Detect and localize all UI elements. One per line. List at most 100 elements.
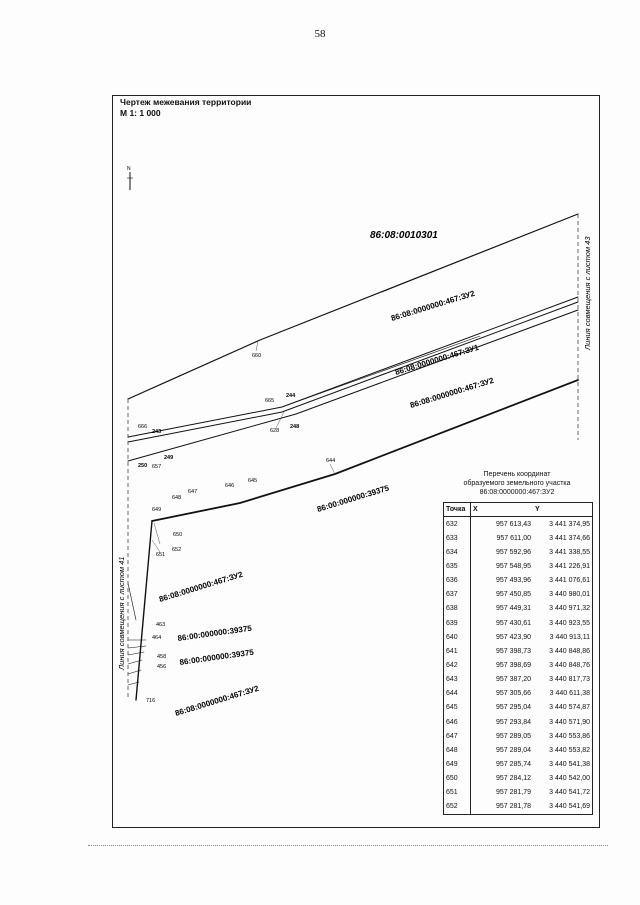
cell-x: 957 493,96 [495,577,531,585]
cell-point: 652 [443,799,471,815]
cell-x: 957 289,04 [495,746,531,754]
boundary-vertical [135,520,153,701]
column-header-point: Точка [443,502,471,517]
cell-y: 3 440 611,38 [549,690,590,698]
cell-y: 3 440 923,55 [549,619,590,627]
column-header-x: X [470,502,533,517]
column-header-y: Y [533,502,593,517]
point-label: 463 [156,622,165,628]
cell-y: 3 440 848,76 [549,661,590,669]
point-label: 243 [152,429,161,435]
point-label: 244 [286,393,296,399]
cell-point: 640 [443,630,471,645]
point-label: 464 [152,635,161,641]
point-label: 250 [138,463,147,469]
cell-y: 3 440 571,90 [549,718,590,726]
cell-y: 3 441 374,95 [549,520,590,528]
cell-y: 3 441 338,55 [549,548,590,556]
cell-point: 644 [443,686,471,701]
cell-y: 3 440 913,11 [549,633,590,641]
point-label: 650 [173,532,182,538]
cell-point: 645 [443,700,471,715]
point-label: 651 [156,552,165,558]
cell-y: 3 441 374,66 [549,534,590,542]
cell-y: 3 440 553,86 [549,732,590,740]
cell-x: 957 613,43 [495,520,531,528]
cell-point: 633 [443,531,471,546]
cell-x: 957 430,61 [495,619,531,627]
point-label: 645 [248,478,257,484]
table-row: 633 957 611,00 3 441 374,66 [443,531,593,546]
drawing-title-text: Чертеж межевания территории [120,97,252,107]
plot-label-zu2-mid: 86:08:0000000:467:ЗУ2 [409,376,495,410]
cell-x: 957 398,73 [495,647,531,655]
cell-x: 957 592,96 [495,548,531,556]
point-label: 249 [164,455,173,461]
cell-y: 3 440 574,87 [549,704,590,712]
boundary-road [151,379,579,522]
cell-x: 957 450,85 [495,591,531,599]
drawing-title: Чертеж межевания территории М 1: 1 000 [120,97,251,119]
point-label: 649 [152,507,161,513]
table-row: 648 957 289,04 3 440 553,82 [443,743,593,758]
boundary-a [127,296,579,438]
point-label: 666 [138,424,147,430]
cell-point: 634 [443,545,471,560]
plot-label-zu2-left: 86:08:0000000:467:ЗУ2 [158,570,244,604]
table-row: 641 957 398,73 3 440 848,86 [443,644,593,659]
cell-point: 637 [443,587,471,602]
point-label: 456 [157,664,166,670]
cell-point: 635 [443,559,471,574]
cadastral-block-label: 86:08:0010301 [370,230,438,241]
point-label: 660 [252,353,261,359]
cell-point: 649 [443,757,471,772]
cell-x: 957 387,20 [495,676,531,684]
cell-point: 650 [443,771,471,786]
cell-y: 3 440 553,82 [549,746,590,754]
point-label: 458 [157,654,166,660]
footer-divider [88,845,608,846]
cell-y: 3 440 848,86 [549,647,590,655]
cell-y: 3 440 971,32 [549,605,590,613]
cell-point: 636 [443,573,471,588]
cell-point: 638 [443,601,471,616]
boundary-top [127,213,579,400]
point-label: 646 [225,483,234,489]
cell-x: 957 285,74 [495,760,531,768]
plot-label-road: 86:00:000000:39375 [316,483,391,514]
cell-x: 957 281,78 [495,803,531,811]
cell-y: 3 440 541,38 [549,760,590,768]
cell-point: 646 [443,714,471,730]
point-label: 648 [172,495,181,501]
point-label: 647 [188,489,197,495]
plot-label-road-left1: 86:00:000000:39375 [177,624,253,643]
point-label: 652 [172,547,181,553]
coordinates-heading-line: 86:08:0000000:467:ЗУ2 [479,489,555,496]
cell-point: 641 [443,644,471,659]
table-row: 649 957 285,74 3 440 541,38 [443,757,593,772]
coordinates-heading-line: образуемого земельного участка [463,480,571,487]
north-arrow-icon: N [127,166,133,190]
cell-x: 957 398,69 [495,661,531,669]
cell-y: 3 440 541,72 [549,789,590,797]
cell-x: 957 611,00 [496,534,531,542]
cell-point: 648 [443,743,471,758]
point-label: 644 [326,458,335,464]
cell-x: 957 284,12 [495,775,531,783]
plot-label-road-left2: 86:00:000000:39375 [179,648,255,667]
junction-label-left: Линия совмещения с листом 41 [117,556,126,671]
table-header-row: Точка X Y [443,502,593,517]
cell-y: 3 440 542,00 [549,775,590,783]
cell-x: 957 295,04 [495,704,531,712]
